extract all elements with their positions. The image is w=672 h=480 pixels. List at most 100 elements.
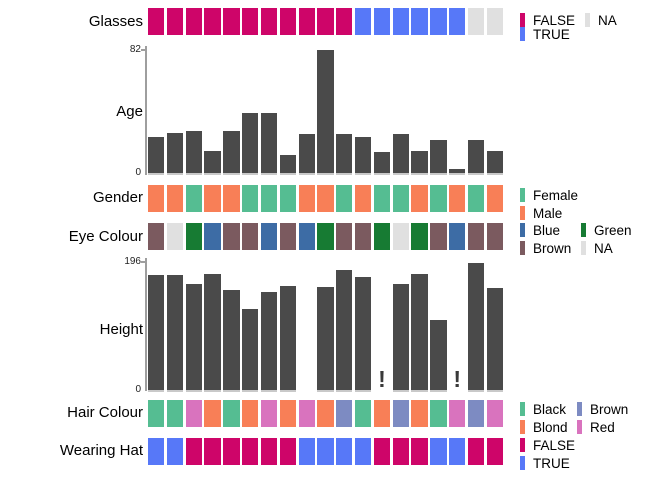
gender-strip	[148, 185, 503, 212]
legend-swatch	[581, 223, 586, 237]
tile-false	[373, 438, 391, 465]
legend-row: TRUE	[520, 27, 617, 42]
tile-true	[354, 438, 372, 465]
legend-row: FALSE	[520, 436, 575, 454]
eye-colour-strip	[148, 223, 503, 250]
bar	[279, 286, 296, 390]
bar	[279, 155, 296, 173]
tile-male	[204, 185, 221, 212]
bar	[166, 132, 184, 173]
bar	[204, 150, 221, 173]
tile-false	[204, 438, 221, 465]
tile-red	[486, 400, 503, 427]
legend-swatch	[520, 206, 525, 220]
bar-slot	[204, 262, 221, 390]
bar	[430, 140, 447, 173]
bar	[486, 150, 503, 173]
bar	[486, 288, 503, 390]
bar	[185, 131, 202, 173]
tile-brown	[223, 223, 240, 250]
tile-male	[486, 185, 503, 212]
legend-label: Brown	[590, 401, 629, 417]
row-label-gender: Gender	[92, 189, 143, 206]
bar-slot	[298, 50, 315, 173]
bar-slot	[486, 262, 503, 390]
row-label-hair-colour: Hair Colour	[67, 404, 143, 421]
legend-swatch	[520, 420, 525, 434]
bar-slot	[148, 50, 165, 173]
legend-item-brown: Brown	[577, 400, 628, 418]
bar-slot	[449, 50, 466, 173]
bar-slot	[299, 262, 315, 390]
tile-black	[430, 400, 447, 427]
legend-label: FALSE	[533, 437, 576, 453]
missing-value-marker: !	[453, 366, 461, 392]
legend-label: Green	[594, 222, 632, 238]
tile-blond	[317, 400, 334, 427]
tile-false	[185, 8, 202, 35]
tile-brown	[467, 400, 485, 427]
tile-red	[185, 400, 202, 427]
legend-item-na: NA	[585, 12, 617, 28]
tile-female	[185, 185, 202, 212]
tile-true	[430, 438, 447, 465]
legend-item-true: TRUE	[520, 454, 570, 472]
tile-blond	[204, 400, 221, 427]
legend-label: Blond	[533, 419, 568, 435]
tile-male	[166, 185, 184, 212]
bar-slot	[185, 262, 202, 390]
tile-blond	[411, 400, 428, 427]
legend-item-blue: Blue	[520, 221, 581, 239]
tile-true	[148, 438, 165, 465]
tile-blond	[242, 400, 259, 427]
legend-label: Red	[590, 419, 615, 435]
height-axis-max-label: 196	[124, 256, 141, 267]
tile-green	[411, 223, 428, 250]
tile-male	[223, 185, 240, 212]
tile-false	[242, 8, 259, 35]
legend-swatch	[577, 420, 582, 434]
bar-slot	[317, 50, 334, 173]
legend-item-true: TRUE	[520, 27, 570, 42]
bar-slot	[204, 50, 221, 173]
tile-true	[430, 8, 447, 35]
legend-swatch	[581, 241, 586, 255]
legend-swatch	[520, 13, 525, 27]
bar	[411, 150, 428, 173]
tile-male	[317, 185, 334, 212]
bar	[392, 134, 409, 173]
tile-brown	[336, 400, 353, 427]
legend-swatch	[577, 402, 582, 416]
legend-label: FALSE	[533, 12, 576, 28]
bar-slot	[354, 50, 372, 173]
bar-slot	[223, 262, 240, 390]
hair-colour-strip	[148, 400, 503, 427]
legend-label: Brown	[533, 240, 572, 256]
legend-swatch	[520, 456, 525, 470]
bar-slot	[279, 262, 296, 390]
tile-false	[204, 8, 221, 35]
tile-blue	[204, 223, 221, 250]
tile-true	[317, 438, 334, 465]
legend-swatch	[520, 27, 525, 41]
legend-row: Blue Green	[520, 221, 632, 239]
tile-female	[430, 185, 447, 212]
tile-brown	[279, 223, 296, 250]
legend-label: NA	[598, 12, 617, 28]
bar	[204, 274, 221, 390]
tile-true	[354, 8, 372, 35]
tile-na	[467, 8, 485, 35]
tile-male	[148, 185, 165, 212]
tile-female	[392, 185, 409, 212]
bar-slot	[430, 50, 447, 173]
tile-false	[223, 438, 240, 465]
tile-false	[279, 8, 296, 35]
tile-green	[317, 223, 334, 250]
bar	[298, 134, 315, 173]
legend-label: TRUE	[533, 455, 570, 471]
tile-brown	[242, 223, 259, 250]
age-axis-max-label: 82	[129, 44, 141, 55]
tile-green	[185, 223, 202, 250]
bar	[392, 284, 409, 390]
